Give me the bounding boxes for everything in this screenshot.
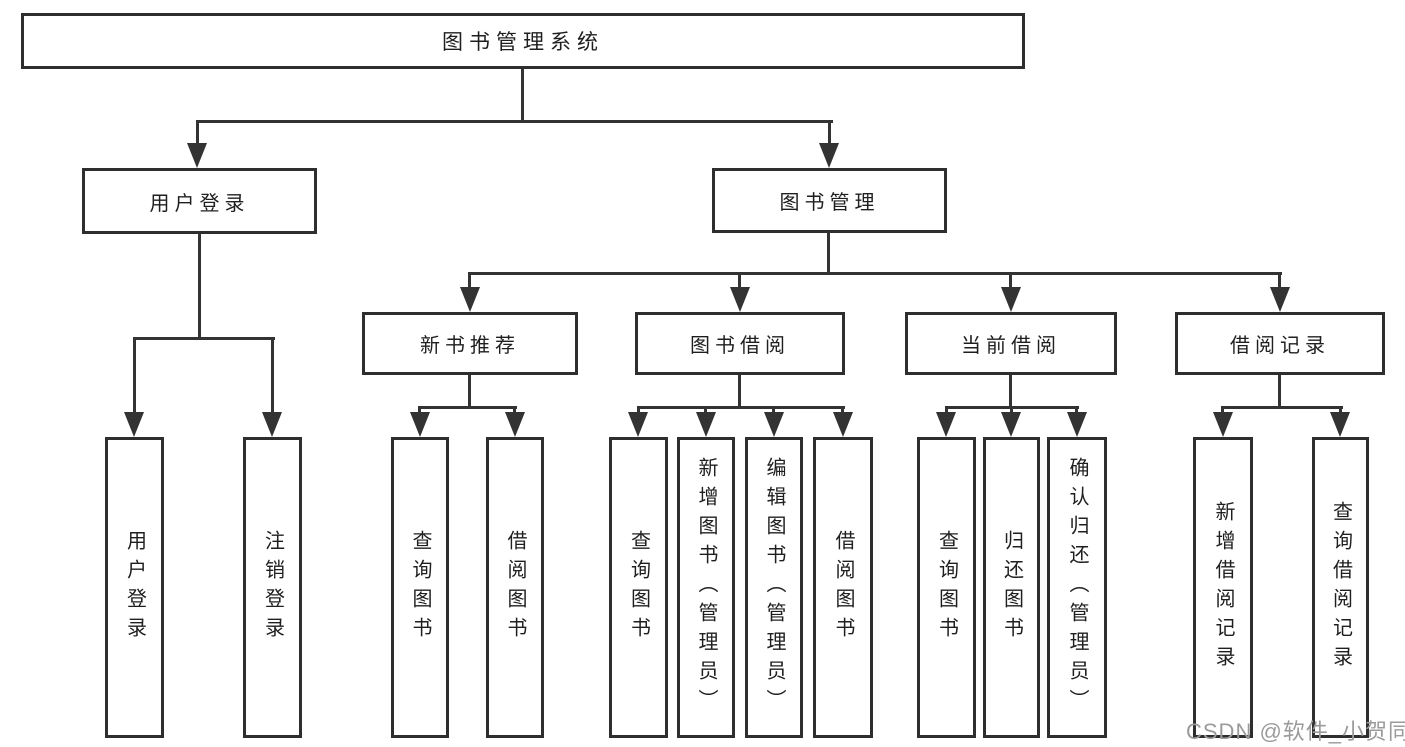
arrow-down-icon xyxy=(1067,412,1087,437)
arrow-down-icon xyxy=(410,412,430,437)
leaf-logout: 注销登录 xyxy=(243,437,302,738)
arrow-down-icon xyxy=(124,412,144,437)
connector xyxy=(637,406,845,409)
leaf-return-books: 归还图书 xyxy=(983,437,1040,738)
arrow-down-icon xyxy=(833,412,853,437)
connector xyxy=(198,234,201,340)
connector xyxy=(133,337,136,414)
leaf-borrow-books: 借阅图书 xyxy=(813,437,873,738)
connector xyxy=(772,406,775,416)
connector xyxy=(468,375,471,409)
node-borrow-records: 借阅记录 xyxy=(1175,312,1385,375)
node-new-book-recommend: 新书推荐 xyxy=(362,312,578,375)
arrow-down-icon xyxy=(1330,412,1350,437)
connector xyxy=(1221,406,1224,416)
connector xyxy=(1010,406,1013,416)
leaf-add-books-admin: 新增图书（管理员） xyxy=(677,437,735,738)
arrow-down-icon xyxy=(1001,412,1021,437)
connector xyxy=(1278,375,1281,409)
leaf-query-books-borrow: 查询图书 xyxy=(609,437,668,738)
leaf-add-borrow-record: 新增借阅记录 xyxy=(1193,437,1253,738)
connector xyxy=(828,120,831,147)
arrow-down-icon xyxy=(1270,287,1290,312)
connector xyxy=(469,272,1282,275)
connector xyxy=(738,272,741,291)
leaf-user-login: 用户登录 xyxy=(105,437,164,738)
connector xyxy=(521,69,524,122)
connector xyxy=(1075,406,1078,416)
arrow-down-icon xyxy=(262,412,282,437)
leaf-borrow-books-rec: 借阅图书 xyxy=(486,437,544,738)
connector xyxy=(945,406,948,416)
arrow-down-icon xyxy=(187,143,207,168)
arrow-down-icon xyxy=(696,412,716,437)
connector xyxy=(1009,375,1012,409)
leaf-edit-books-admin: 编辑图书（管理员） xyxy=(745,437,803,738)
leaf-confirm-return-admin: 确认归还（管理员） xyxy=(1047,437,1107,738)
arrow-down-icon xyxy=(819,143,839,168)
arrow-down-icon xyxy=(764,412,784,437)
node-current-borrow: 当前借阅 xyxy=(905,312,1117,375)
connector xyxy=(738,375,741,409)
node-book-borrow: 图书借阅 xyxy=(635,312,845,375)
connector xyxy=(704,406,707,416)
node-root: 图书管理系统 xyxy=(21,13,1025,69)
leaf-query-borrow-record: 查询借阅记录 xyxy=(1312,437,1369,738)
arrow-down-icon xyxy=(505,412,525,437)
arrow-down-icon xyxy=(460,287,480,312)
arrow-down-icon xyxy=(1213,412,1233,437)
connector xyxy=(1222,406,1343,409)
connector xyxy=(418,406,421,416)
connector xyxy=(1339,406,1342,416)
connector xyxy=(271,337,274,414)
leaf-query-books-rec: 查询图书 xyxy=(391,437,449,738)
connector xyxy=(419,406,517,409)
arrow-down-icon xyxy=(730,287,750,312)
connector xyxy=(1009,272,1012,291)
connector xyxy=(468,272,471,291)
arrow-down-icon xyxy=(628,412,648,437)
connector xyxy=(841,406,844,416)
arrow-down-icon xyxy=(936,412,956,437)
node-user-login: 用户登录 xyxy=(82,168,317,234)
connector xyxy=(513,406,516,416)
connector xyxy=(637,406,640,416)
connector xyxy=(133,337,275,340)
connector xyxy=(1278,272,1281,291)
node-book-management: 图书管理 xyxy=(712,168,947,233)
connector xyxy=(196,120,833,123)
connector xyxy=(827,232,830,275)
connector xyxy=(196,120,199,147)
watermark: CSDN @软件_小贺同学 xyxy=(1186,719,1405,744)
leaf-query-books-current: 查询图书 xyxy=(917,437,976,738)
arrow-down-icon xyxy=(1001,287,1021,312)
